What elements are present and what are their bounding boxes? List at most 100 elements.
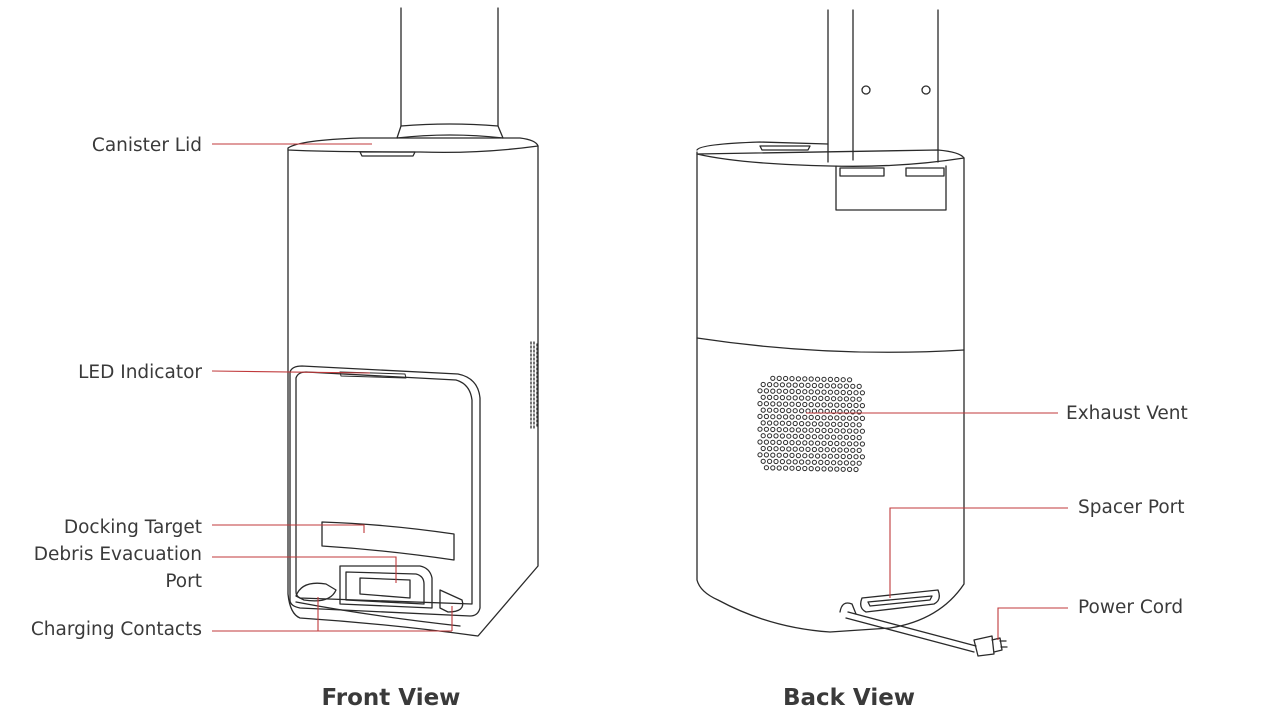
vent-hole — [850, 409, 856, 415]
vent-hole — [767, 407, 773, 413]
front-docking-target — [321, 521, 455, 561]
vent-hole — [802, 376, 808, 382]
vent-hole — [789, 388, 795, 394]
front-contact-left — [295, 582, 337, 602]
front-tube — [400, 7, 499, 127]
vent-hole — [795, 427, 802, 433]
vent-hole — [818, 395, 824, 401]
vent-hole — [760, 458, 766, 464]
vent-hole — [770, 401, 776, 407]
vent-hole — [834, 466, 840, 472]
vent-hole — [773, 433, 779, 439]
leader-debris-port — [212, 556, 397, 583]
vent-hole — [779, 446, 786, 452]
vent-hole — [815, 427, 821, 433]
vent-hole — [840, 428, 846, 434]
vent-hole — [767, 394, 773, 400]
vent-hole — [786, 408, 792, 414]
vent-hole — [834, 376, 840, 383]
back-power-plug-prongs — [999, 640, 1008, 648]
vent-hole — [802, 414, 808, 420]
vent-hole — [827, 389, 834, 395]
back-spacer-port — [860, 589, 940, 613]
vent-hole — [821, 427, 827, 434]
vent-hole — [808, 466, 814, 472]
vent-hole — [792, 459, 798, 465]
vent-hole — [821, 402, 827, 408]
vent-hole — [795, 401, 802, 407]
vent-hole — [799, 433, 805, 439]
front-debris-port-outer — [339, 565, 433, 609]
vent-hole — [824, 434, 830, 440]
leader-power-cord — [997, 607, 1068, 640]
vent-hole — [859, 403, 866, 409]
vent-hole — [773, 446, 779, 452]
vent-hole — [821, 440, 827, 446]
vent-hole — [802, 465, 808, 472]
back-exhaust-vent-grid — [757, 375, 866, 473]
vent-hole — [792, 420, 798, 427]
vent-hole — [821, 376, 827, 382]
vent-hole — [802, 427, 808, 433]
vent-hole — [789, 376, 795, 382]
vent-hole — [805, 459, 811, 465]
vent-hole — [856, 435, 862, 441]
vent-hole — [847, 402, 853, 408]
front-base-curve — [295, 601, 461, 627]
vent-hole — [840, 389, 846, 396]
vent-hole — [808, 453, 814, 459]
vent-hole — [811, 459, 818, 465]
vent-hole — [821, 466, 827, 472]
vent-hole — [831, 421, 837, 427]
vent-hole — [770, 426, 776, 433]
vent-hole — [763, 413, 770, 420]
vent-hole — [770, 465, 776, 471]
vent-hole — [808, 440, 814, 446]
vent-hole — [834, 402, 840, 408]
vent-hole — [808, 414, 814, 420]
label-debris-port-line2: Port — [165, 571, 202, 592]
front-contact-right — [439, 589, 464, 613]
label-debris-port-line1: Debris Evacuation — [33, 544, 202, 565]
vent-hole — [779, 459, 786, 465]
vent-hole — [776, 427, 782, 433]
vent-hole — [783, 452, 789, 458]
vent-hole — [805, 421, 811, 427]
vent-hole — [824, 421, 830, 427]
vent-hole — [805, 382, 811, 388]
vent-hole — [783, 375, 789, 382]
vent-hole — [767, 458, 773, 464]
vent-hole — [767, 433, 773, 439]
vent-hole — [850, 447, 856, 453]
vent-hole — [773, 420, 779, 426]
vent-hole — [808, 402, 814, 408]
vent-hole — [843, 460, 850, 466]
front-side-ridges — [530, 341, 538, 431]
vent-hole — [834, 415, 840, 421]
vent-hole — [815, 453, 821, 459]
vent-hole — [811, 382, 818, 389]
vent-hole — [856, 383, 862, 389]
vent-hole — [850, 460, 856, 466]
vent-hole — [786, 459, 792, 465]
vent-hole — [783, 401, 789, 407]
vent-hole — [853, 415, 859, 421]
vent-hole — [779, 420, 786, 426]
vent-hole — [847, 428, 853, 434]
vent-hole — [824, 383, 830, 389]
vent-hole — [776, 414, 782, 420]
vent-hole — [843, 383, 850, 389]
back-mast-hole-left — [861, 85, 871, 95]
vent-hole — [783, 427, 789, 433]
vent-hole — [799, 382, 805, 388]
label-exhaust-vent: Exhaust Vent — [1066, 403, 1188, 424]
vent-hole — [760, 407, 766, 413]
vent-hole — [815, 415, 821, 421]
vent-hole — [827, 402, 834, 408]
vent-hole — [802, 389, 808, 395]
back-mast-hole-right — [921, 85, 931, 95]
vent-hole — [763, 388, 770, 394]
vent-hole — [760, 394, 766, 400]
vent-hole — [859, 428, 866, 434]
vent-hole — [853, 466, 859, 473]
